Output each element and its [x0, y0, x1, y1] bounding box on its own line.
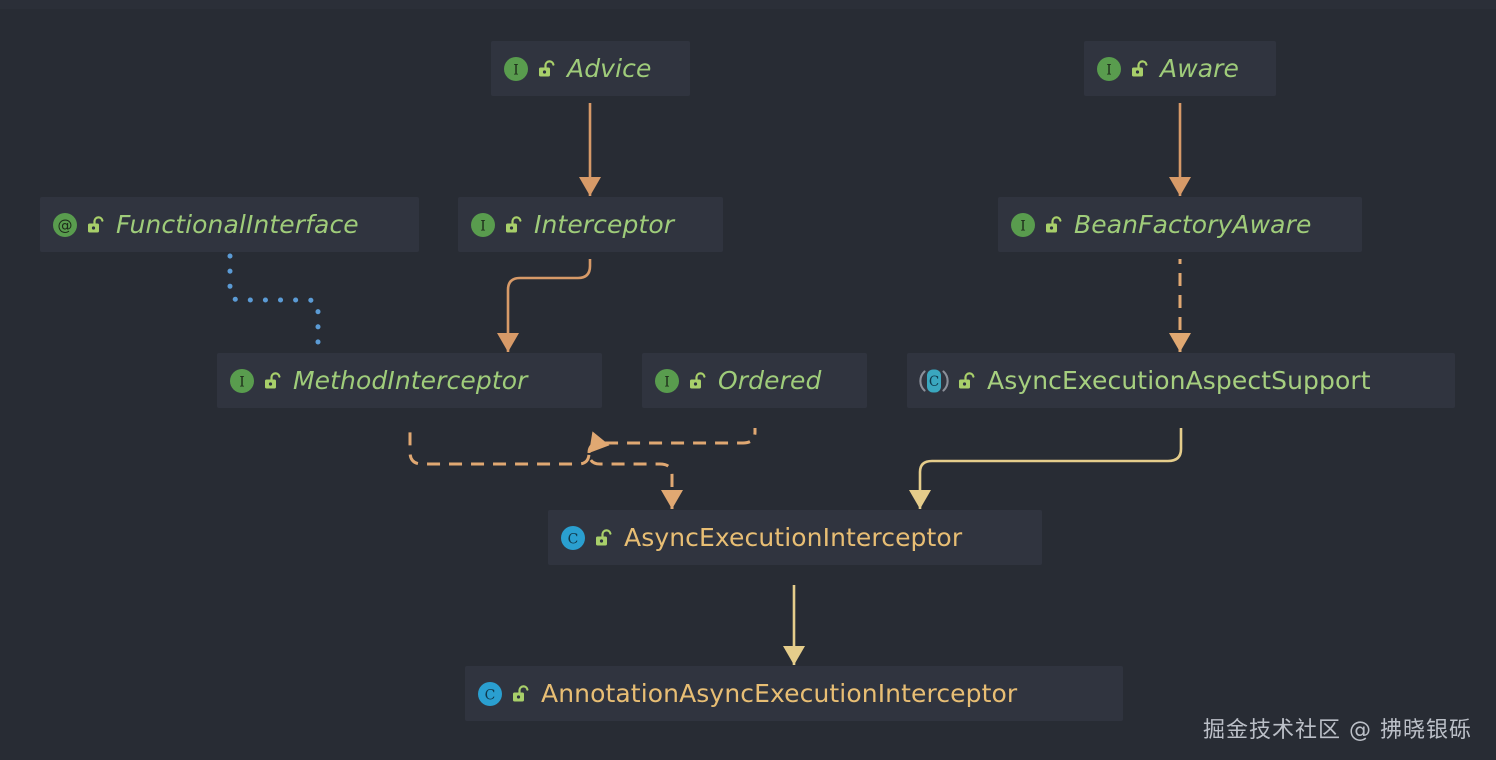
uml-node-functional-interface[interactable]: @ FunctionalInterface: [40, 197, 419, 252]
uml-edge-functional-interface-to-method-interceptor: [227, 253, 321, 348]
uml-node-annotation-async-execution-interceptor[interactable]: C AnnotationAsyncExecutionInterceptor: [465, 666, 1123, 721]
class-icon: C: [477, 681, 503, 707]
svg-text:C: C: [568, 531, 579, 547]
arrowhead-annotation-async-to-async-execution-interceptor: [783, 646, 805, 665]
svg-text:C: C: [929, 374, 939, 390]
interface-icon: I: [654, 368, 680, 394]
class-icon: C: [560, 525, 586, 551]
arrowhead-interceptor-to-advice: [579, 177, 601, 196]
unlocked-lock-icon: [1129, 58, 1151, 80]
svg-text:I: I: [239, 374, 245, 390]
annotation-icon: @: [52, 212, 78, 238]
uml-node-async-execution-interceptor[interactable]: C AsyncExecutionInterceptor: [548, 510, 1042, 565]
uml-node-label: AnnotationAsyncExecutionInterceptor: [541, 679, 1018, 708]
arrowhead-async-execution-interceptor-to-ordered: [589, 431, 610, 453]
watermark: 掘金技术社区 @ 拂晓银砾: [1203, 718, 1472, 743]
uml-node-label: Interceptor: [534, 210, 675, 239]
uml-node-label: BeanFactoryAware: [1074, 210, 1312, 239]
unlocked-lock-icon: [687, 370, 709, 392]
unlocked-lock-icon: [85, 214, 107, 236]
unlocked-lock-icon: [593, 527, 615, 549]
uml-node-aware[interactable]: I Aware: [1084, 41, 1276, 96]
abstract-class-icon: C: [919, 368, 949, 394]
unlocked-lock-icon: [956, 370, 978, 392]
svg-text:I: I: [513, 62, 519, 78]
svg-text:I: I: [664, 374, 670, 390]
top-band: [0, 0, 1496, 9]
uml-node-label: AsyncExecutionAspectSupport: [987, 366, 1371, 395]
uml-node-label: AsyncExecutionInterceptor: [624, 523, 963, 552]
uml-edge-async-execution-interceptor-to-aspect-support: [918, 428, 1183, 509]
svg-text:I: I: [1020, 218, 1026, 234]
interface-icon: I: [229, 368, 255, 394]
unlocked-lock-icon: [503, 214, 525, 236]
unlocked-lock-icon: [1043, 214, 1065, 236]
arrowhead-method-interceptor-to-interceptor: [497, 333, 519, 352]
uml-node-ordered[interactable]: I Ordered: [642, 353, 867, 408]
uml-node-advice[interactable]: I Advice: [491, 41, 690, 96]
uml-node-label: FunctionalInterface: [116, 210, 359, 239]
svg-text:@: @: [58, 216, 73, 234]
uml-node-label: Advice: [567, 54, 652, 83]
uml-node-label: Ordered: [718, 366, 822, 395]
unlocked-lock-icon: [536, 58, 558, 80]
uml-node-label: MethodInterceptor: [293, 366, 528, 395]
svg-text:I: I: [1106, 62, 1112, 78]
uml-node-interceptor[interactable]: I Interceptor: [458, 197, 723, 252]
svg-text:I: I: [480, 218, 486, 234]
uml-edge-async-execution-interceptor-to-ordered: [587, 428, 757, 454]
arrowhead-async-execution-interceptor-to-method-interceptor: [661, 490, 683, 509]
unlocked-lock-icon: [510, 683, 532, 705]
arrowhead-async-execution-interceptor-to-aspect-support: [909, 490, 931, 509]
uml-node-async-execution-aspect-support[interactable]: C AsyncExecutionAspectSupport: [907, 353, 1455, 408]
uml-node-method-interceptor[interactable]: I MethodInterceptor: [217, 353, 602, 408]
uml-edge-async-execution-interceptor-to-method-interceptor: [408, 428, 674, 509]
interface-icon: I: [503, 56, 529, 82]
uml-node-label: Aware: [1160, 54, 1240, 83]
uml-edge-method-interceptor-to-interceptor: [506, 259, 592, 352]
svg-text:C: C: [485, 687, 496, 703]
uml-node-bean-factory-aware[interactable]: I BeanFactoryAware: [998, 197, 1362, 252]
interface-icon: I: [1096, 56, 1122, 82]
interface-icon: I: [470, 212, 496, 238]
interface-icon: I: [1010, 212, 1036, 238]
arrowhead-async-execution-aspect-support-to-bean-factory-aware: [1169, 333, 1191, 352]
unlocked-lock-icon: [262, 370, 284, 392]
arrowhead-bean-factory-aware-to-aware: [1169, 177, 1191, 196]
